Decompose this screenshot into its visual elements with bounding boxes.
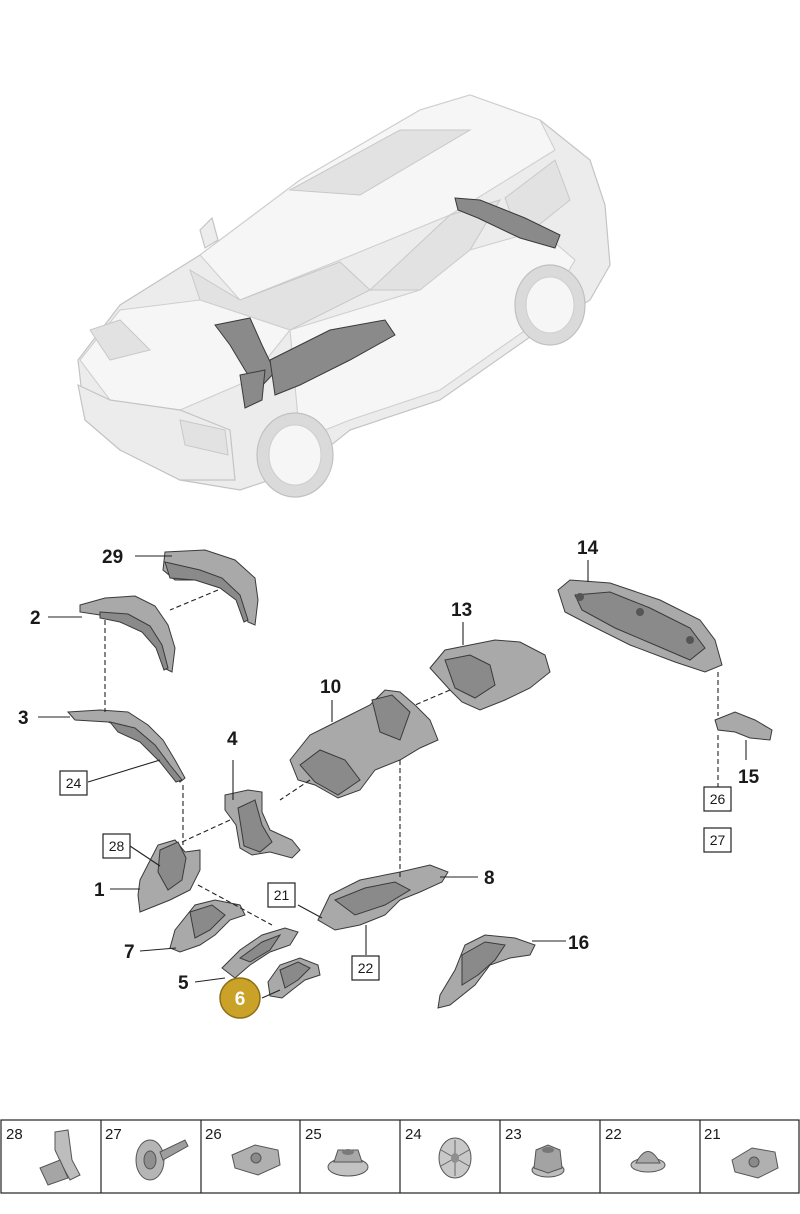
callout-labels: 29 2 3 4 1 7 5 10 13 14 15 8 16 xyxy=(18,538,760,994)
callout-2: 2 xyxy=(30,608,41,629)
fastener-cell-26[interactable]: 26 xyxy=(205,1126,281,1176)
rivet-icon xyxy=(135,1139,189,1181)
callout-3: 3 xyxy=(18,708,29,729)
callout-29: 29 xyxy=(102,547,123,568)
callout-16: 16 xyxy=(568,933,589,954)
fastener-num: 23 xyxy=(505,1126,522,1143)
callout-13: 13 xyxy=(451,600,472,621)
hex-nut-icon xyxy=(531,1144,565,1178)
clip-nut-icon xyxy=(231,1144,281,1176)
fastener-num: 24 xyxy=(405,1126,422,1143)
callout-14: 14 xyxy=(577,538,599,559)
callout-1: 1 xyxy=(94,880,105,901)
fastener-table: 28 27 26 25 xyxy=(0,1119,800,1194)
fastener-cell-23[interactable]: 23 xyxy=(505,1126,565,1178)
callout-15: 15 xyxy=(738,767,760,788)
fastener-num: 21 xyxy=(704,1126,721,1143)
exploded-parts xyxy=(66,549,773,1009)
assembly-lines xyxy=(104,589,719,926)
highlighted-callout-6[interactable]: 6 xyxy=(219,977,261,1019)
fastener-cell-22[interactable]: 22 xyxy=(605,1126,666,1173)
callout-5: 5 xyxy=(178,973,189,994)
fastener-cell-25[interactable]: 25 xyxy=(305,1126,369,1177)
fastener-num: 27 xyxy=(105,1126,122,1143)
clip-nut-icon xyxy=(731,1147,779,1179)
callout-7: 7 xyxy=(124,942,135,963)
fastener-cell-27[interactable]: 27 xyxy=(105,1126,189,1181)
callout-10: 10 xyxy=(320,677,341,698)
boxed-references: 24 28 21 22 26 27 xyxy=(59,770,732,981)
fastener-cell-21[interactable]: 21 xyxy=(704,1126,779,1179)
leader-lines xyxy=(38,555,747,999)
part-15 xyxy=(714,711,773,741)
callout-8: 8 xyxy=(484,868,495,889)
spring-washer-icon xyxy=(438,1137,472,1179)
ref-28: 28 xyxy=(109,838,125,854)
ref-27: 27 xyxy=(710,832,726,848)
vehicle-illustration xyxy=(77,94,611,498)
fastener-num: 25 xyxy=(305,1126,322,1143)
ref-22: 22 xyxy=(358,960,374,976)
fastener-cell-28[interactable]: 28 xyxy=(6,1126,81,1186)
ref-21: 21 xyxy=(274,887,290,903)
fastener-num: 22 xyxy=(605,1126,622,1143)
fastener-num: 28 xyxy=(6,1126,23,1143)
fastener-num: 26 xyxy=(205,1126,222,1143)
ref-24: 24 xyxy=(66,775,82,791)
fastener-cell-24[interactable]: 24 xyxy=(405,1126,472,1179)
flange-nut-icon xyxy=(327,1149,369,1177)
highlight-badge[interactable] xyxy=(219,977,261,1019)
callout-6[interactable]: 6 xyxy=(235,989,246,1010)
dome-nut-icon xyxy=(630,1151,666,1173)
part-10 xyxy=(289,689,439,799)
part-16 xyxy=(437,934,536,1009)
ref-26: 26 xyxy=(710,791,726,807)
clip-icon xyxy=(39,1129,81,1186)
callout-4: 4 xyxy=(227,729,238,750)
